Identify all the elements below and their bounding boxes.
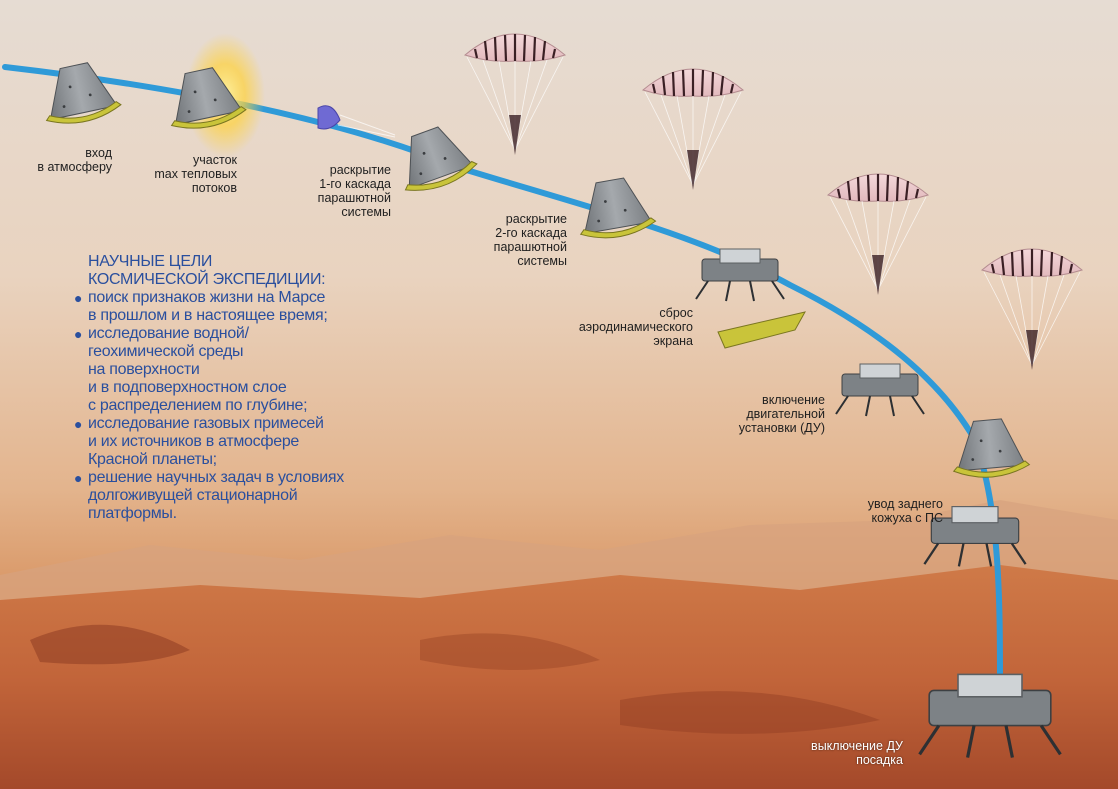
rock — [30, 624, 190, 665]
label-line: двигательной — [746, 407, 825, 421]
label-line: раскрытие — [505, 212, 567, 226]
label-line: системы — [341, 205, 391, 219]
label-line: системы — [517, 254, 567, 268]
goals-title-line: КОСМИЧЕСКОЙ ЭКСПЕДИЦИИ: — [88, 271, 326, 288]
bullet-icon: ● — [74, 290, 83, 306]
rock — [620, 691, 880, 734]
stage-label-shield-drop: сброс аэродинамического экрана — [579, 306, 693, 348]
stage-label-max-heat: участок max тепловых потоков — [154, 153, 237, 195]
label-line: установки (ДУ) — [738, 421, 825, 435]
goal-line: решение научных задач в условиях — [88, 469, 344, 486]
goal-line: долгоживущей стационарной — [88, 487, 298, 504]
rock — [420, 633, 600, 670]
label-line: max тепловых — [154, 167, 237, 181]
label-line: парашютной — [317, 191, 391, 205]
goal-line: исследование водной/ — [88, 325, 249, 342]
goals-title: НАУЧНЫЕ ЦЕЛИ КОСМИЧЕСКОЙ ЭКСПЕДИЦИИ: — [88, 253, 404, 289]
label-line: выключение ДУ — [811, 739, 903, 753]
label-line: парашютной — [493, 240, 567, 254]
stage-label-landing: выключение ДУ посадка — [811, 739, 903, 767]
stage-label-chute-1: раскрытие 1-го каскада парашютной систем… — [318, 163, 391, 219]
label-line: кожуха с ПС — [871, 511, 943, 525]
label-line: увод заднего — [867, 497, 943, 511]
label-line: вход — [85, 146, 112, 160]
aeroshield-jettisoned — [717, 311, 806, 349]
goal-item: ● исследование газовых примесей и их ист… — [74, 415, 404, 469]
label-line: аэродинамического — [578, 320, 693, 334]
stage-label-chute-2: раскрытие 2-го каскада парашютной систем… — [494, 212, 567, 268]
goal-line: Красной планеты; — [88, 451, 217, 468]
goal-item: ● решение научных задач в условиях долго… — [74, 469, 404, 523]
label-line: в атмосферу — [37, 160, 112, 174]
drogue-chute-icon — [317, 105, 396, 138]
label-line: сброс — [659, 306, 693, 320]
label-line: 2-го каскада — [495, 226, 567, 240]
goals-title-line: НАУЧНЫЕ ЦЕЛИ — [88, 253, 213, 270]
goal-line: с распределением по глубине; — [88, 397, 308, 414]
goal-line: на поверхности — [88, 361, 200, 378]
goal-line: и их источников в атмосфере — [88, 433, 300, 450]
bullet-icon: ● — [74, 326, 83, 342]
bullet-icon: ● — [74, 416, 83, 432]
label-line: 1-го каскада — [319, 177, 391, 191]
goal-line: геохимической среды — [88, 343, 244, 360]
label-line: участок — [193, 153, 237, 167]
label-line: экрана — [653, 334, 693, 348]
science-goals-panel: НАУЧНЫЕ ЦЕЛИ КОСМИЧЕСКОЙ ЭКСПЕДИЦИИ: ● п… — [74, 253, 404, 523]
goal-item: ● поиск признаков жизни на Марсе в прошл… — [74, 289, 404, 325]
bullet-icon: ● — [74, 470, 83, 486]
stage-label-entry: вход в атмосферу — [37, 146, 112, 174]
goal-line: поиск признаков жизни на Марсе — [88, 289, 326, 306]
stage-label-engine-on: включение двигательной установки (ДУ) — [739, 393, 825, 435]
goal-line: и в подповерхностном слое — [88, 379, 287, 396]
goal-item: ● исследование водной/ геохимической сре… — [74, 325, 404, 415]
goal-line: платформы. — [88, 505, 177, 522]
goal-line: исследование газовых примесей — [88, 415, 324, 432]
label-line: потоков — [191, 181, 237, 195]
label-line: включение — [762, 393, 825, 407]
goal-line: в прошлом и в настоящее время; — [88, 307, 328, 324]
stage-label-backshell: увод заднего кожуха с ПС — [868, 497, 943, 525]
goals-list: ● поиск признаков жизни на Марсе в прошл… — [74, 289, 404, 523]
label-line: раскрытие — [329, 163, 391, 177]
ground — [0, 565, 1118, 789]
label-line: посадка — [856, 753, 903, 767]
